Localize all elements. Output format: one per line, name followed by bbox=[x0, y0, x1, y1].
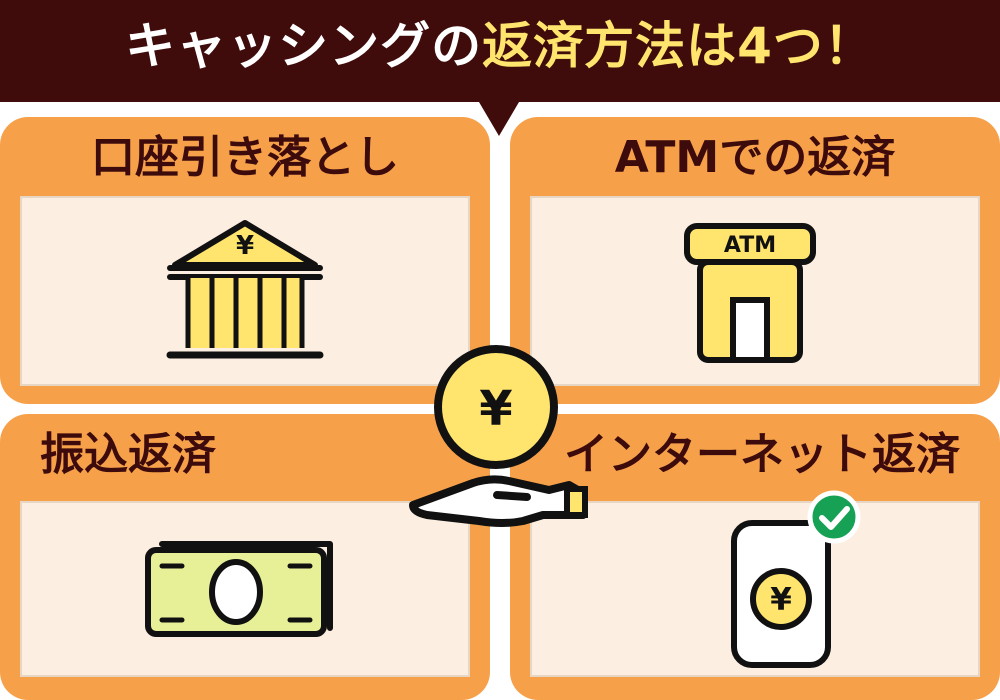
center-yen-label: ¥ bbox=[479, 381, 512, 437]
hand-coin-icon: ¥ bbox=[409, 345, 588, 527]
card-bank-transfer: 振込返済 bbox=[0, 414, 490, 700]
atm-sign-label: ATM bbox=[724, 233, 776, 258]
card-atm-repayment-label: ATMでの返済 bbox=[614, 132, 896, 183]
page-title: キャッシングの返済方法は4つ！ bbox=[0, 16, 1000, 76]
card-atm-repayment: ATMでの返済 ATM bbox=[510, 117, 1000, 404]
smartphone-check-icon: ¥ bbox=[731, 490, 861, 668]
card-account-debit: 口座引き落とし ¥ bbox=[0, 117, 490, 404]
card-account-debit-label: 口座引き落とし bbox=[91, 132, 399, 183]
card-atm-repayment-panel: ATM bbox=[530, 196, 980, 386]
card-bank-transfer-panel bbox=[20, 501, 470, 677]
card-internet-repayment-label: インターネット返済 bbox=[564, 429, 960, 480]
title-accent-text: 返済方法は4つ！ bbox=[482, 17, 875, 75]
card-internet-repayment-panel: ¥ bbox=[530, 490, 980, 677]
card-bank-transfer-label: 振込返済 bbox=[40, 429, 216, 480]
bank-icon: ¥ bbox=[166, 220, 324, 359]
card-account-debit-panel: ¥ bbox=[20, 196, 470, 386]
title-main-text: キャッシングの bbox=[125, 17, 483, 75]
card-internet-repayment: インターネット返済 ¥ bbox=[510, 414, 1000, 700]
banknote-icon bbox=[145, 541, 333, 637]
header-banner bbox=[0, 0, 1000, 102]
bank-yen-label: ¥ bbox=[236, 231, 254, 261]
smartphone-yen-label: ¥ bbox=[770, 582, 792, 618]
atm-icon: ATM bbox=[684, 223, 816, 363]
